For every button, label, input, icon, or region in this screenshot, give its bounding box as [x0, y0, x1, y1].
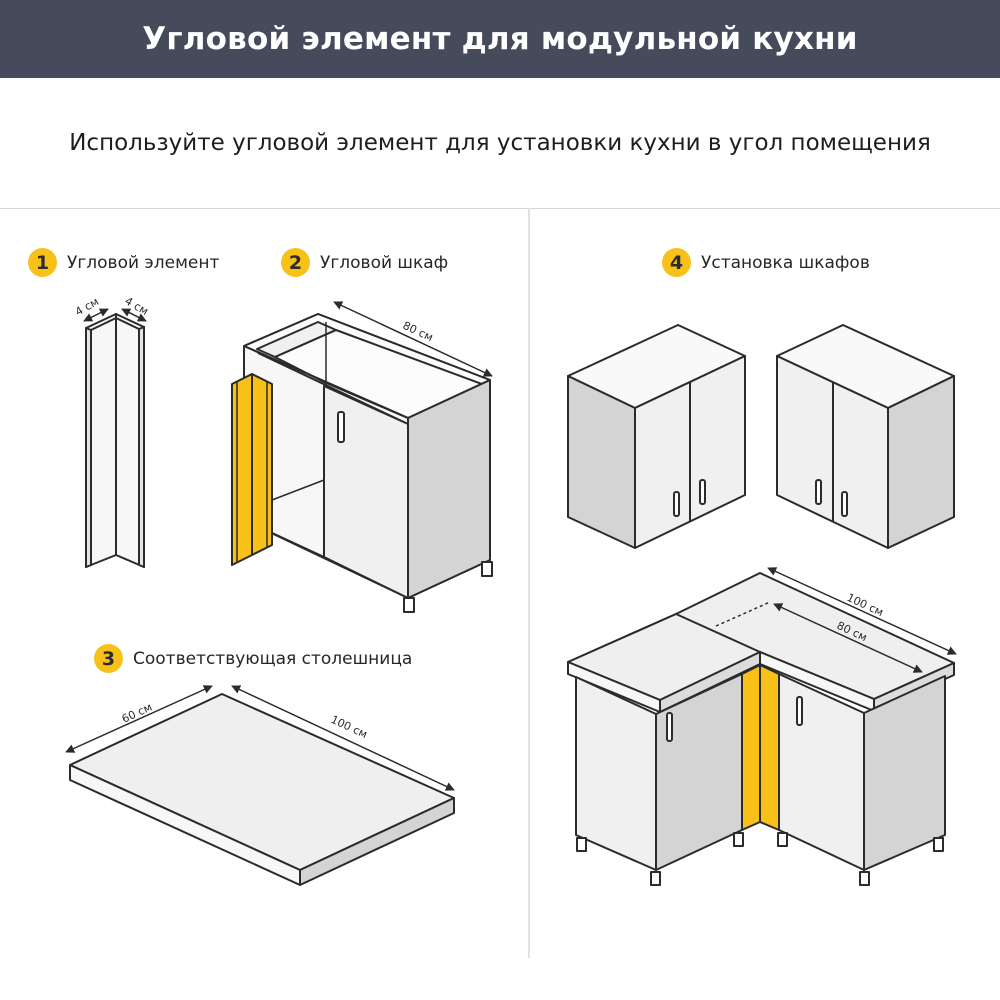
page-title: Угловой элемент для модульной кухни [142, 21, 858, 57]
step-badge-2: 2 [281, 248, 310, 277]
dim-countertop-length: 100 см [329, 713, 370, 741]
subtitle: Используйте угловой элемент для установк… [69, 130, 931, 156]
step-2-heading: 2 Угловой шкаф [281, 248, 448, 277]
step-badge-3: 3 [94, 644, 123, 673]
step-1-heading: 1 Угловой элемент [28, 248, 219, 277]
dim-corner-right: 4 см [123, 294, 151, 318]
wall-cabinet-right-illustration [776, 324, 955, 549]
step-label-3: Соответствующая столешница [133, 648, 413, 669]
step-label-4: Установка шкафов [701, 252, 870, 273]
corner-element-illustration [85, 313, 145, 568]
vertical-divider [528, 208, 530, 958]
step-label-1: Угловой элемент [67, 252, 220, 273]
header-banner: Угловой элемент для модульной кухни [0, 0, 1000, 78]
step-4-heading: 4 Установка шкафов [662, 248, 870, 277]
step-label-2: Угловой шкаф [320, 252, 449, 273]
step-badge-4: 4 [662, 248, 691, 277]
dim-countertop-depth: 60 см [120, 700, 154, 725]
wall-cabinet-left-illustration [567, 324, 746, 549]
step-badge-1: 1 [28, 248, 57, 277]
step-3-heading: 3 Соответствующая столешница [94, 644, 412, 673]
dim-cabinet-width: 80 см [401, 319, 435, 344]
horizontal-divider [0, 208, 1000, 209]
l-shaped-kitchen-illustration [567, 572, 955, 886]
corner-cabinet-illustration [231, 313, 493, 613]
